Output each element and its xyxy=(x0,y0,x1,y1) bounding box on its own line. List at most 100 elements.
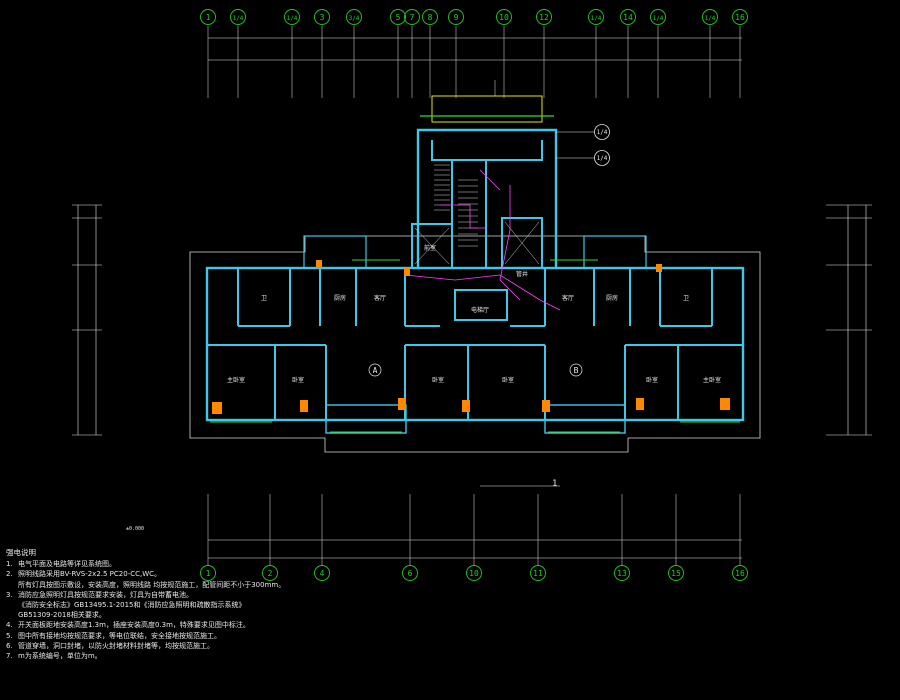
axis-label-top: 1/4 xyxy=(653,15,664,22)
room-bedroom-b: 卧室 xyxy=(646,376,658,384)
windows xyxy=(210,259,740,433)
note-text: 图中所有接地均按规范要求，等电位联结，安全接地按规范施工。 xyxy=(18,631,221,640)
room-shaft: 管井 xyxy=(516,270,528,278)
note-text: 照明线路采用BV-RVS-2x2.5 PC20-CC,WC。 xyxy=(18,570,162,579)
room-master-bedroom-b: 主卧室 xyxy=(703,376,721,384)
room-stair-lobby: 前室 xyxy=(424,244,436,252)
axis-label-bottom: 6 xyxy=(408,569,413,578)
note-number: 1. xyxy=(6,560,13,569)
unit-a-label: A xyxy=(373,366,378,375)
level-mark: ±0.000 xyxy=(126,526,144,532)
room-kitchen-a: 厨房 xyxy=(334,294,346,302)
note-item: GB51309-2018相关要求。 xyxy=(6,610,426,620)
axis-bubble-top-13: 14 xyxy=(620,9,636,25)
axis-label-top: 1 xyxy=(206,13,211,22)
right-dimension-lines xyxy=(826,204,872,436)
bottom-dimension-lines xyxy=(207,494,742,566)
axis-label-top: 9 xyxy=(454,13,459,22)
note-number xyxy=(6,600,18,610)
section-mark: 1 xyxy=(480,479,560,489)
axis-bubble-bottom-3: 4 xyxy=(314,565,330,581)
axis-bubble-top-6: 5 xyxy=(390,9,406,25)
note-item: 5. 图中所有接地均按规范要求，等电位联结，安全接地按规范施工。 xyxy=(6,631,426,641)
note-text: 开关面板距地安装高度1.3m，插座安装高度0.3m，特殊要求见图中标注。 xyxy=(18,621,250,630)
axis-bubble-top-10: 10 xyxy=(496,9,512,25)
note-number: 4. xyxy=(6,621,13,630)
top-dimension-lines xyxy=(207,26,742,98)
note-text: 所有灯具按图示敷设，安装高度，照明线路 均按规范施工，配管间距不小于300mm。 xyxy=(18,580,286,589)
axis-label-top: 1/4 xyxy=(233,15,244,22)
unit-b-bubble xyxy=(569,363,583,377)
axis-label-right: 1/4 xyxy=(597,129,608,136)
unit-b-label: B xyxy=(574,366,579,375)
axis-bubble-bottom-5: 10 xyxy=(466,565,482,581)
axis-label-bottom: 11 xyxy=(533,569,543,578)
note-text: 管道穿墙，洞口封堵，以防火封堵材料封堵等，均按规范施工。 xyxy=(18,641,214,650)
note-item: 所有灯具按图示敷设，安装高度，照明线路 均按规范施工，配管间距不小于300mm。 xyxy=(6,580,426,590)
room-bedroom-c: 卧室 xyxy=(432,376,444,384)
axis-label-top: 14 xyxy=(623,13,633,22)
notes-list: 1.电气平面及电路等详见系统图。2.照明线路采用BV-RVS-2x2.5 PC2… xyxy=(6,559,426,661)
electrical-fixtures xyxy=(212,260,730,414)
axis-bubble-top-8: 8 xyxy=(422,9,438,25)
axis-bubble-top-5: 3/4 xyxy=(346,9,362,25)
bottom-axis-bubbles: 1 2 4 6 10 11 13 15 16 xyxy=(200,565,748,581)
room-bedroom-d: 卧室 xyxy=(502,376,514,384)
electrical-wiring xyxy=(404,169,561,311)
axis-bubble-bottom-6: 11 xyxy=(530,565,546,581)
axis-bubble-bottom-4: 6 xyxy=(402,565,418,581)
axis-bubble-bottom-1: 1 xyxy=(200,565,216,581)
axis-label-top: 12 xyxy=(539,13,549,22)
note-item: 3. 消防应急照明灯具按规范要求安装，灯具为自带蓄电池。 xyxy=(6,590,426,600)
left-dimension-lines xyxy=(72,204,102,436)
note-text: 电气平面及电路等详见系统图。 xyxy=(18,560,116,569)
axis-bubble-bottom-9: 16 xyxy=(732,565,748,581)
design-notes: 强电说明 1.电气平面及电路等详见系统图。2.照明线路采用BV-RVS-2x2.… xyxy=(6,548,426,661)
note-item: 7. m为系统编号，单位为m。 xyxy=(6,651,426,661)
room-bath-b: 卫 xyxy=(683,295,689,302)
axis-bubble-top-15: 1/4 xyxy=(702,9,718,25)
axis-label-bottom: 1 xyxy=(206,569,211,578)
axis-label-bottom: 15 xyxy=(671,569,681,578)
axis-label-top: 7 xyxy=(410,13,415,22)
axis-label-top: 3 xyxy=(320,13,325,22)
room-bedroom-a: 卧室 xyxy=(292,376,304,384)
axis-bubble-top-7: 7 xyxy=(404,9,420,25)
elevator-shafts xyxy=(414,221,540,265)
axis-label-bottom: 10 xyxy=(469,569,479,578)
note-number: 5. xyxy=(6,631,13,640)
note-number: 7. xyxy=(6,652,13,661)
room-labels: 主卧室 卧室 卧室 卧室 卧室 主卧室 客厅 客厅 厨房 厨房 卫 卫 电梯厅 … xyxy=(227,244,721,384)
note-item: 《消防安全标志》GB13495.1-2015和《消防应急照明和疏散指示系统》 xyxy=(6,600,426,610)
axis-bubble-top-4: 3 xyxy=(314,9,330,25)
axis-bubble-top-2: 1/4 xyxy=(230,9,246,25)
axis-bubble-bottom-7: 13 xyxy=(614,565,630,581)
note-text: 《消防安全标志》GB13495.1-2015和《消防应急照明和疏散指示系统》 xyxy=(18,601,246,610)
axis-label-top: 1/4 xyxy=(591,15,602,22)
axis-bubble-right-1: 1/4 xyxy=(594,124,610,140)
room-bath-a: 卫 xyxy=(261,295,267,302)
staircase xyxy=(434,164,478,247)
roof-elements xyxy=(420,80,554,123)
axis-label-top: 8 xyxy=(428,13,433,22)
axis-label-bottom: 2 xyxy=(268,569,273,578)
axis-label-top: 10 xyxy=(499,13,509,22)
section-label: 1 xyxy=(552,479,557,489)
note-text: 消防应急照明灯具按规范要求安装，灯具为自带蓄电池。 xyxy=(18,590,193,599)
axis-label-top: 3/4 xyxy=(349,15,360,22)
axis-label-top: 1/4 xyxy=(705,15,716,22)
axis-bubble-top-14: 1/4 xyxy=(650,9,666,25)
axis-label-top: 1/4 xyxy=(287,15,298,22)
unit-labels: A B xyxy=(368,363,583,377)
note-text: m为系统编号，单位为m。 xyxy=(18,652,102,661)
note-item: 6.管道穿墙，洞口封堵，以防火封堵材料封堵等，均按规范施工。 xyxy=(6,641,426,651)
note-number xyxy=(6,580,18,590)
note-number: 3. xyxy=(6,590,13,599)
axis-label-bottom: 13 xyxy=(617,569,627,578)
right-axis-bubbles: 1/41/4 xyxy=(556,124,610,166)
room-kitchen-b: 厨房 xyxy=(606,294,618,302)
note-text: GB51309-2018相关要求。 xyxy=(18,611,106,620)
note-item: 1. 电气平面及电路等详见系统图。 xyxy=(6,559,426,569)
